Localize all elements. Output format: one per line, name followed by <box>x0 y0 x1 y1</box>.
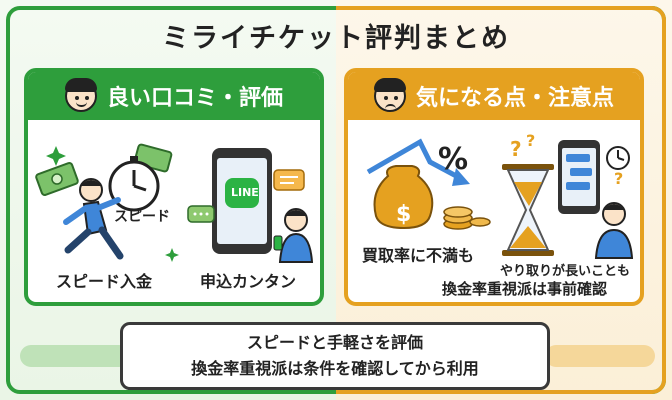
concerns-header: 気になる点・注意点 <box>348 72 640 120</box>
dollar-symbol: $ <box>396 202 412 227</box>
line-app-label: LINE <box>231 186 259 199</box>
happy-face-icon <box>64 78 97 112</box>
hourglass-illustration: ? ? ? <box>502 131 634 259</box>
speed-illustration <box>35 143 179 262</box>
summary-line-1: スピードと手軽さを評価 <box>246 333 423 352</box>
concern-item-rate: 買取率に不満も <box>362 246 475 265</box>
outer-frame-right <box>336 6 666 394</box>
summary-box: スピードと手軽さを評価 換金率重視派は条件を確認してから利用 <box>120 322 550 390</box>
concerns-panel: 気になる点・注意点 $ % ? ? ? 買取率に不満も やり取りが長いことも <box>344 68 644 306</box>
good-item-speed-deposit: スピード入金 <box>56 272 153 291</box>
good-reviews-heading: 良い口コミ・評価 <box>106 86 283 111</box>
decor-band-left <box>20 345 130 367</box>
good-reviews-header: 良い口コミ・評価 <box>28 72 320 120</box>
concerns-heading: 気になる点・注意点 <box>415 86 614 111</box>
svg-text:?: ? <box>526 131 535 150</box>
svg-text:?: ? <box>614 169 623 188</box>
phone-line-illustration <box>187 148 314 263</box>
good-reviews-panel: 良い口コミ・評価 スピード <box>24 68 324 306</box>
svg-text:?: ? <box>510 137 522 161</box>
money-bag-illustration <box>366 138 491 230</box>
page-title: ミライチケット評判まとめ <box>162 23 510 54</box>
concern-item-check-first: 換金率重視派は事前確認 <box>442 280 608 298</box>
summary-line-2: 換金率重視派は条件を確認してから利用 <box>191 359 479 378</box>
speed-tag: スピード <box>114 209 170 225</box>
percent-symbol: % <box>438 142 469 177</box>
good-item-easy-application: 申込カンタン <box>200 272 297 291</box>
thinking-face-icon <box>373 78 406 112</box>
concern-item-long-exchange: やり取りが長いことも <box>500 264 631 279</box>
decor-band-right <box>545 345 655 367</box>
